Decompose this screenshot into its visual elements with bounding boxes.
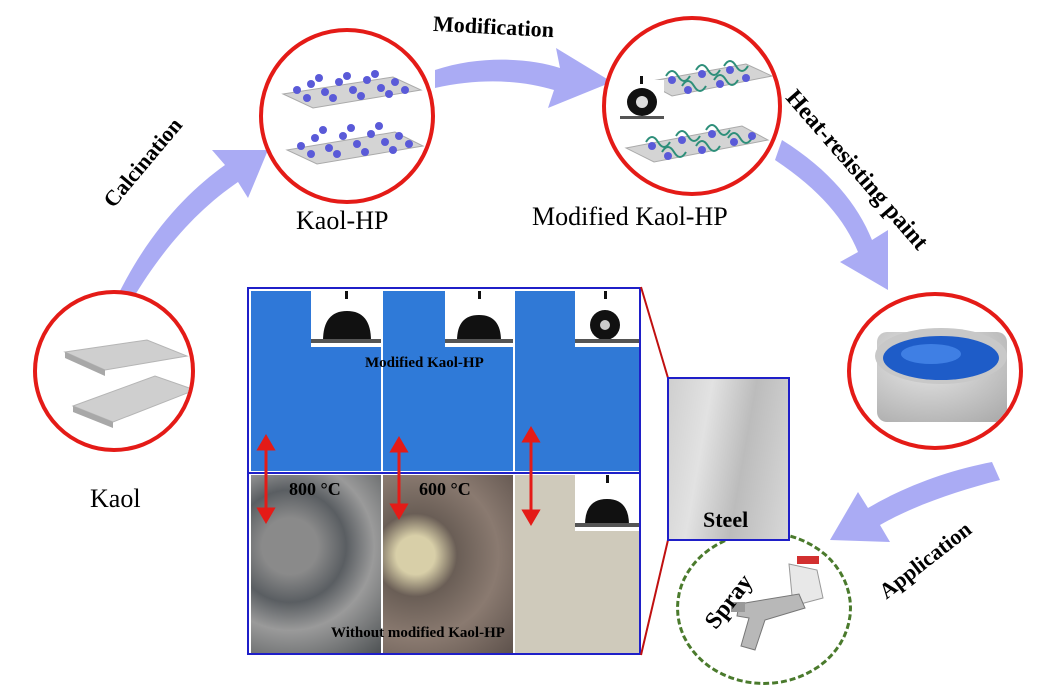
kaol-hp-illustration: [281, 70, 425, 165]
spray-gun-illustration: [731, 556, 824, 651]
comparison-arrows: [256, 426, 541, 526]
temp-600-label: 600 °C: [419, 479, 471, 499]
panel-top-label: Modified Kaol-HP: [365, 355, 484, 371]
kaol-sheets-illustration: [63, 339, 191, 428]
heat-resisting-arrow: [775, 140, 888, 290]
kaol-hp-circle: [259, 28, 435, 204]
modified-kaol-hp-circle: [602, 16, 782, 196]
coating-panel: Modified Kaol-HP 800 °C 600 °C Without m…: [247, 287, 641, 655]
paint-can-illustration: [875, 328, 1007, 422]
steel-label: Steel: [703, 507, 749, 532]
modification-arrow: [435, 48, 612, 108]
calcination-arrow: [118, 150, 268, 300]
kaol-circle: [33, 290, 195, 452]
droplet-insets: [311, 291, 639, 347]
panel-divider: [249, 472, 639, 474]
damaged-coating-800: [251, 475, 381, 653]
steel-panel: Steel: [667, 377, 790, 541]
application-arrow: [830, 462, 1000, 542]
kaol-hp-label: Kaol-HP: [296, 206, 389, 235]
temp-800-label: 800 °C: [289, 479, 341, 499]
paint-circle: [847, 292, 1023, 450]
modified-kaol-hp-illustration: [620, 60, 774, 163]
kaol-label: Kaol: [90, 484, 141, 513]
panel-bottom-label: Without modified Kaol-HP: [331, 625, 505, 641]
bottom-droplet-inset: [575, 475, 639, 531]
modified-kaol-hp-label: Modified Kaol-HP: [532, 202, 728, 231]
